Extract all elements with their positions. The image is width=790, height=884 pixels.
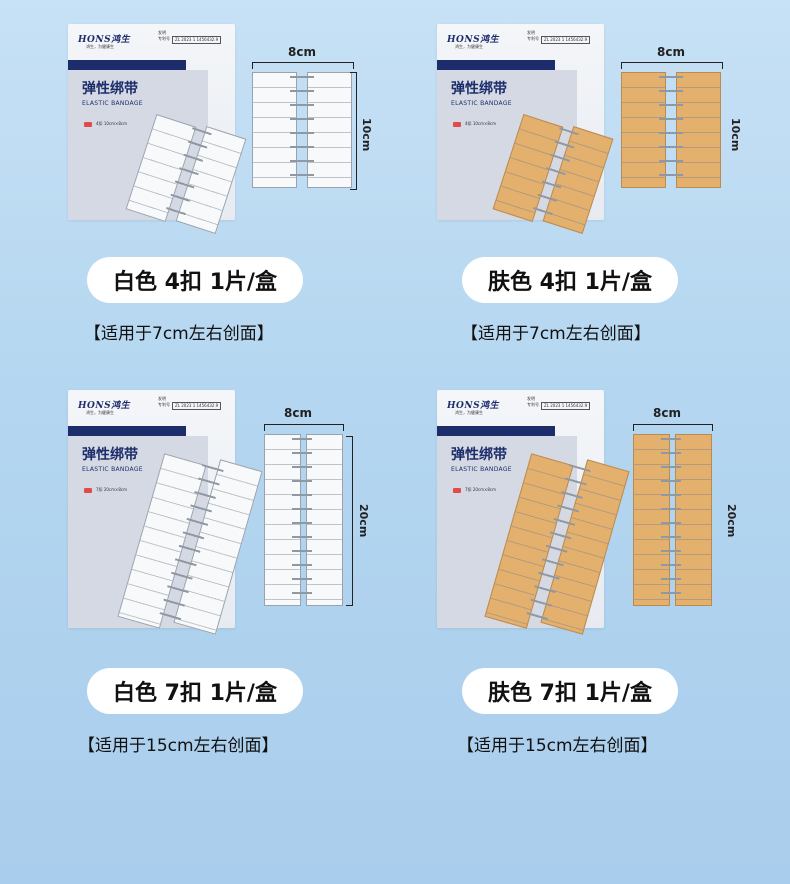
package-band (437, 60, 555, 70)
brand-tagline: 鸿生，为健康生 (455, 44, 483, 49)
brand-logo: HONS鸿生 (447, 35, 500, 45)
width-label: 8cm (288, 45, 316, 59)
patent-label: 发明 (158, 30, 166, 35)
spec-label: 肤色 4扣 1片/盒 (462, 257, 678, 303)
width-label: 8cm (653, 406, 681, 420)
bandage-strip (307, 72, 352, 188)
package-subtitle: ELASTIC BANDAGE (451, 466, 512, 473)
bandage-strip (306, 434, 343, 606)
count-chip (453, 488, 461, 493)
length-dimension (350, 72, 357, 190)
package-size: 4扣 10cm×8cm (465, 121, 497, 126)
brand-logo: HONS鸿生 (78, 401, 131, 411)
usage-note: 【适用于15cm左右创面】 (457, 736, 658, 756)
package-band (437, 426, 555, 436)
package-band (68, 426, 186, 436)
brand-tagline: 鸿生，为健康生 (86, 44, 114, 49)
patent-label: 专利号 (158, 36, 170, 41)
patent-number: ZL 2023 1 1456432.9 (172, 402, 222, 410)
bandage-strip (621, 72, 666, 188)
count-chip (84, 122, 92, 127)
package-title: 弹性绑带 (451, 447, 507, 463)
package-size: 7扣 20cm×8cm (465, 487, 497, 492)
patent-number: ZL 2023 1 1456432.9 (541, 36, 591, 44)
spec-label: 肤色 7扣 1片/盒 (462, 668, 678, 714)
package-title: 弹性绑带 (82, 81, 138, 97)
width-dimension (264, 424, 344, 431)
spec-label: 白色 7扣 1片/盒 (87, 668, 303, 714)
width-dimension (621, 62, 723, 69)
patent-number: ZL 2023 1 1456432.9 (541, 402, 591, 410)
buckle-hooks (290, 76, 314, 186)
count-chip (84, 488, 92, 493)
patent-label: 专利号 (158, 402, 170, 407)
buckle-hooks (292, 438, 312, 602)
brand-tagline: 鸿生，为健康生 (455, 410, 483, 415)
usage-note: 【适用于7cm左右创面】 (84, 324, 274, 344)
patent-label: 专利号 (527, 36, 539, 41)
package-title: 弹性绑带 (82, 447, 138, 463)
package-size: 4扣 10cm×8cm (96, 121, 128, 126)
patent-label: 发明 (527, 30, 535, 35)
buckle-hooks (659, 76, 683, 186)
length-label: 10cm (360, 118, 373, 152)
usage-note: 【适用于15cm左右创面】 (78, 736, 279, 756)
width-label: 8cm (284, 406, 312, 420)
package-title: 弹性绑带 (451, 81, 507, 97)
patent-label: 发明 (527, 396, 535, 401)
patent-number: ZL 2023 1 1456432.9 (172, 36, 222, 44)
bandage-strip (252, 72, 297, 188)
brand-tagline: 鸿生，为健康生 (86, 410, 114, 415)
package-subtitle: ELASTIC BANDAGE (451, 100, 512, 107)
buckle-hooks (661, 438, 681, 602)
count-chip (453, 122, 461, 127)
brand-logo: HONS鸿生 (447, 401, 500, 411)
package-size: 7扣 20cm×8cm (96, 487, 128, 492)
width-dimension (633, 424, 713, 431)
length-label: 10cm (729, 118, 742, 152)
width-label: 8cm (657, 45, 685, 59)
patent-label: 发明 (158, 396, 166, 401)
length-label: 20cm (725, 504, 738, 538)
package-subtitle: ELASTIC BANDAGE (82, 466, 143, 473)
package-band (68, 60, 186, 70)
bandage-strip (675, 434, 712, 606)
usage-note: 【适用于7cm左右创面】 (461, 324, 651, 344)
width-dimension (252, 62, 354, 69)
patent-label: 专利号 (527, 402, 539, 407)
spec-label: 白色 4扣 1片/盒 (87, 257, 303, 303)
brand-logo: HONS鸿生 (78, 35, 131, 45)
bandage-strip (676, 72, 721, 188)
length-dimension (346, 436, 353, 606)
length-label: 20cm (357, 504, 370, 538)
package-subtitle: ELASTIC BANDAGE (82, 100, 143, 107)
